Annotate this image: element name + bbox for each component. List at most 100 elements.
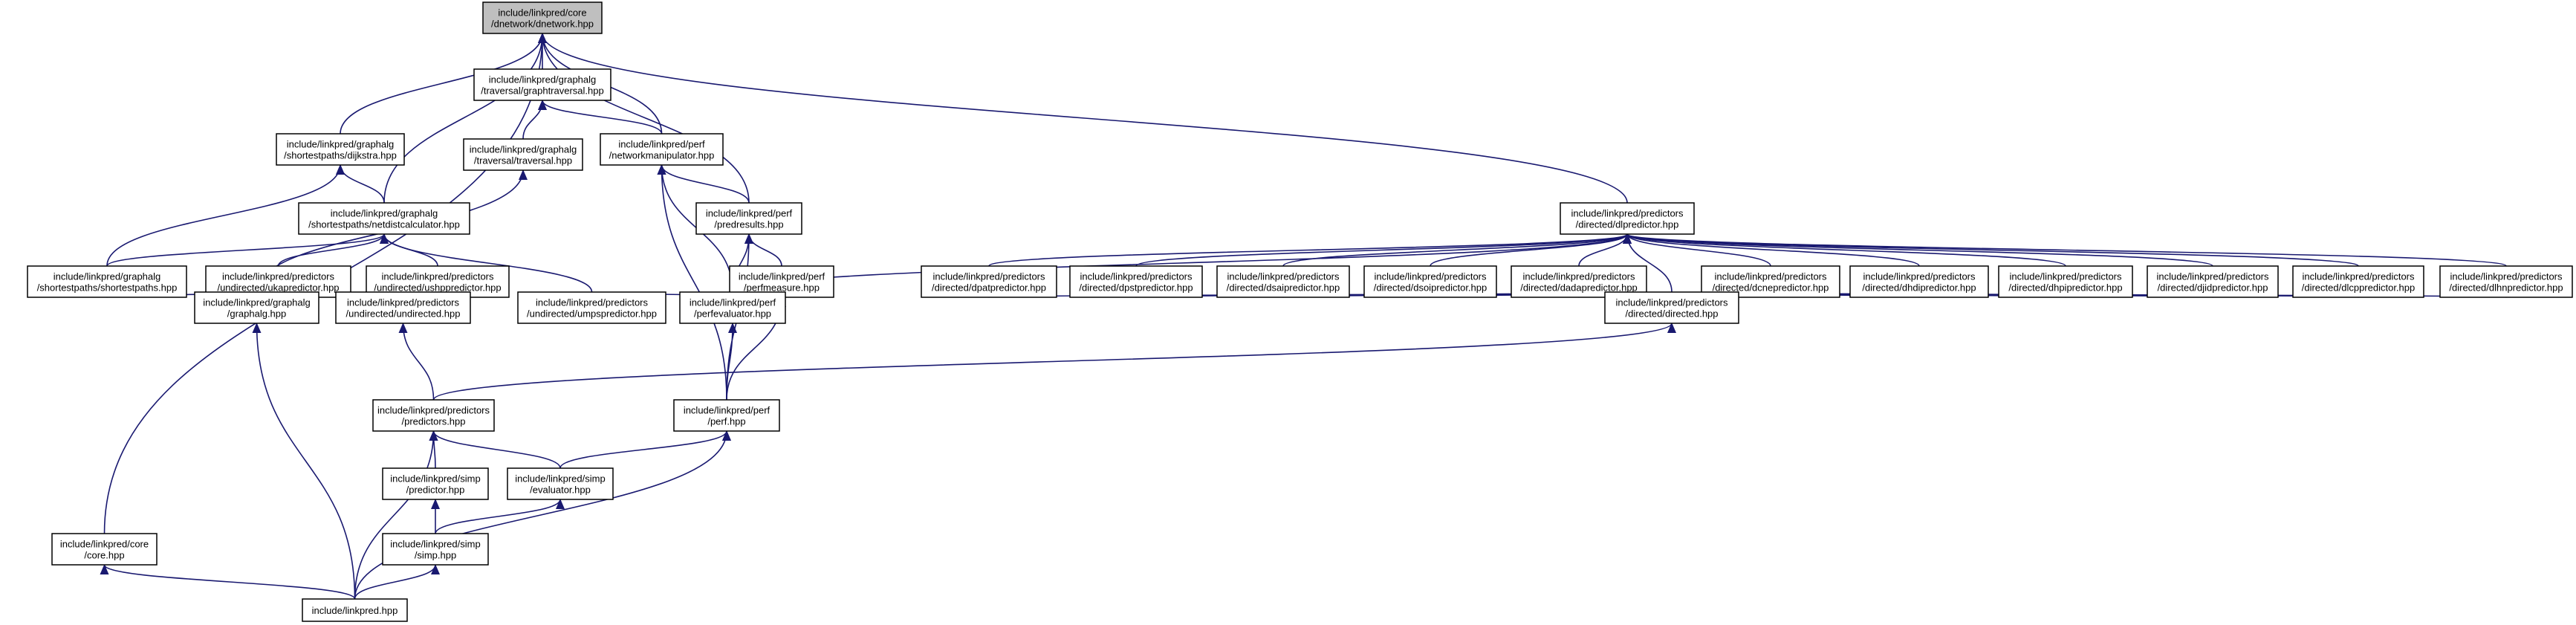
node-label-line: include/linkpred/graphalg: [203, 297, 311, 308]
node-dhdipredictor[interactable]: include/linkpred/predictors/directed/dhd…: [1849, 265, 1989, 298]
node-shortestpaths[interactable]: include/linkpred/graphalg/shortestpaths/…: [27, 265, 187, 298]
edge-dhpipredictor-to-dlpredictor: [1623, 233, 2066, 267]
node-core[interactable]: include/linkpred/core/core.hpp: [51, 533, 158, 566]
node-dlpredictor[interactable]: include/linkpred/predictors/directed/dlp…: [1560, 202, 1695, 235]
node-box: [517, 291, 666, 324]
node-simp[interactable]: include/linkpred/simp/simp.hpp: [382, 533, 489, 566]
node-box: [298, 202, 470, 235]
node-box: [335, 291, 471, 324]
node-dpstpredictor[interactable]: include/linkpred/predictors/directed/dps…: [1069, 265, 1203, 298]
node-networkmanipulator[interactable]: include/linkpred/perf/networkmanipulator…: [600, 133, 724, 166]
node-perf[interactable]: include/linkpred/perf/perf.hpp: [673, 399, 780, 432]
node-label-line: /directed/djidpredictor.hpp: [2158, 282, 2268, 294]
node-box: [382, 533, 489, 566]
edge-dcnepredictor-to-dlpredictor: [1623, 233, 1771, 267]
node-dijkstra[interactable]: include/linkpred/graphalg/shortestpaths/…: [276, 133, 405, 166]
node-label-line: /directed/dhpipredictor.hpp: [2008, 282, 2122, 294]
node-dhpipredictor[interactable]: include/linkpred/predictors/directed/dhp…: [1998, 265, 2133, 298]
edge-perf-to-networkmanipulator: [657, 164, 727, 401]
node-dsaipredictor[interactable]: include/linkpred/predictors/directed/dsa…: [1216, 265, 1350, 298]
node-box: [51, 533, 158, 566]
node-label-line: /traversal/graphtraversal.hpp: [481, 85, 603, 97]
node-label-line: include/linkpred/perf: [618, 139, 705, 150]
node-label-line: include/linkpred/perf: [684, 405, 770, 416]
node-predresults[interactable]: include/linkpred/perf/predresults.hpp: [695, 202, 802, 235]
node-box: [2147, 265, 2279, 298]
node-label-line: /directed/directed.hpp: [1625, 308, 1718, 320]
node-simppredictor[interactable]: include/linkpred/simp/predictor.hpp: [382, 467, 489, 500]
node-dpatpredictor[interactable]: include/linkpred/predictors/directed/dpa…: [921, 265, 1057, 298]
node-label-line: /directed/dpatpredictor.hpp: [932, 282, 1046, 294]
node-box: [194, 291, 319, 324]
node-label-line: include/linkpred/predictors: [377, 405, 490, 416]
node-label-line: /dnetwork/dnetwork.hpp: [491, 19, 594, 30]
node-label-line: /shortestpaths/dijkstra.hpp: [284, 150, 397, 161]
node-label-line: include/linkpred/predictors: [932, 271, 1045, 282]
node-label-line: /traversal/traversal.hpp: [474, 155, 572, 166]
node-djidpredictor[interactable]: include/linkpred/predictors/directed/dji…: [2147, 265, 2279, 298]
node-layer: include/linkpred/core/dnetwork/dnetwork.…: [27, 1, 2573, 622]
edge-predictors-to-directed: [432, 323, 1676, 401]
node-box: [27, 265, 187, 298]
edge-linkpred-to-graphalg: [252, 323, 356, 600]
node-netdistcalculator[interactable]: include/linkpred/graphalg/shortestpaths/…: [298, 202, 470, 235]
node-box: [679, 291, 786, 324]
node-label-line: /core.hpp: [84, 550, 124, 561]
node-dsoipredictor[interactable]: include/linkpred/predictors/directed/dso…: [1363, 265, 1497, 298]
node-label-line: /directed/dcnepredictor.hpp: [1713, 282, 1829, 294]
node-box: [463, 138, 583, 171]
node-umpspredictor[interactable]: include/linkpred/predictors/undirected/u…: [517, 291, 666, 324]
node-label-line: /shortestpaths/netdistcalculator.hpp: [308, 219, 460, 230]
edge-traversal-to-graphtraversal: [522, 100, 547, 140]
node-directed[interactable]: include/linkpred/predictors/directed/dir…: [1604, 291, 1739, 324]
node-perfevaluator[interactable]: include/linkpred/perf/perfevaluator.hpp: [679, 291, 786, 324]
node-evaluator[interactable]: include/linkpred/simp/evaluator.hpp: [507, 467, 614, 500]
node-graphtraversal[interactable]: include/linkpred/graphalg/traversal/grap…: [473, 68, 611, 101]
node-dnetwork[interactable]: include/linkpred/core/dnetwork/dnetwork.…: [482, 1, 603, 34]
node-label-line: /directed/dlpredictor.hpp: [1576, 219, 1679, 230]
node-dlcppredictor[interactable]: include/linkpred/predictors/directed/dlc…: [2292, 265, 2424, 298]
node-label-line: /directed/dhdipredictor.hpp: [1862, 282, 1976, 294]
node-graphalg[interactable]: include/linkpred/graphalg/graphalg.hpp: [194, 291, 319, 324]
edge-dpstpredictor-to-dlpredictor: [1135, 233, 1632, 267]
edge-perfmeasure-to-predresults: [744, 233, 782, 267]
node-label-line: /predresults.hpp: [714, 219, 783, 230]
node-label-line: include/linkpred/core: [498, 7, 586, 19]
node-box: [1560, 202, 1695, 235]
node-label-line: include/linkpred/graphalg: [287, 139, 395, 150]
edge-predresults-to-networkmanipulator: [657, 164, 750, 204]
node-label-line: include/linkpred.hpp: [312, 605, 398, 616]
node-box: [1069, 265, 1203, 298]
node-box: [372, 399, 495, 432]
node-undirected[interactable]: include/linkpred/predictors/undirected/u…: [335, 291, 471, 324]
edge-dlcppredictor-to-dlpredictor: [1623, 233, 2359, 267]
node-label-line: /predictors.hpp: [402, 416, 466, 427]
node-dlhnpredictor[interactable]: include/linkpred/predictors/directed/dlh…: [2439, 265, 2573, 298]
node-label-line: /directed/dlcppredictor.hpp: [2302, 282, 2415, 294]
edge-linkpred-to-simp: [354, 564, 440, 600]
node-label-line: include/linkpred/graphalg: [470, 144, 577, 155]
node-label-line: include/linkpred/simp: [515, 473, 605, 485]
node-label-line: include/linkpred/predictors: [2009, 271, 2122, 282]
node-label-line: include/linkpred/predictors: [1374, 271, 1487, 282]
node-label-line: /directed/dpstpredictor.hpp: [1079, 282, 1193, 294]
node-traversal[interactable]: include/linkpred/graphalg/traversal/trav…: [463, 138, 583, 171]
node-linkpred[interactable]: include/linkpred.hpp: [302, 598, 408, 622]
node-box: [695, 202, 802, 235]
node-label-line: include/linkpred/predictors: [1714, 271, 1827, 282]
node-label-line: include/linkpred/predictors: [2156, 271, 2269, 282]
node-label-line: include/linkpred/simp: [390, 539, 480, 550]
node-dcnepredictor[interactable]: include/linkpred/predictors/directed/dcn…: [1701, 265, 1840, 298]
node-predictors[interactable]: include/linkpred/predictors/predictors.h…: [372, 399, 495, 432]
edge-dsaipredictor-to-dlpredictor: [1282, 233, 1632, 267]
node-box: [600, 133, 724, 166]
node-dadapredictor[interactable]: include/linkpred/predictors/directed/dad…: [1511, 265, 1647, 298]
node-box: [1998, 265, 2133, 298]
edge-dpatpredictor-to-dlpredictor: [988, 233, 1632, 267]
node-label-line: /undirected/umpspredictor.hpp: [527, 308, 657, 320]
node-box: [302, 598, 408, 622]
node-label-line: /perfmeasure.hpp: [744, 282, 820, 294]
node-label-line: include/linkpred/graphalg: [53, 271, 161, 282]
edge-evaluator-to-predictors: [429, 430, 561, 469]
edge-linkpred-to-perf: [354, 430, 731, 600]
